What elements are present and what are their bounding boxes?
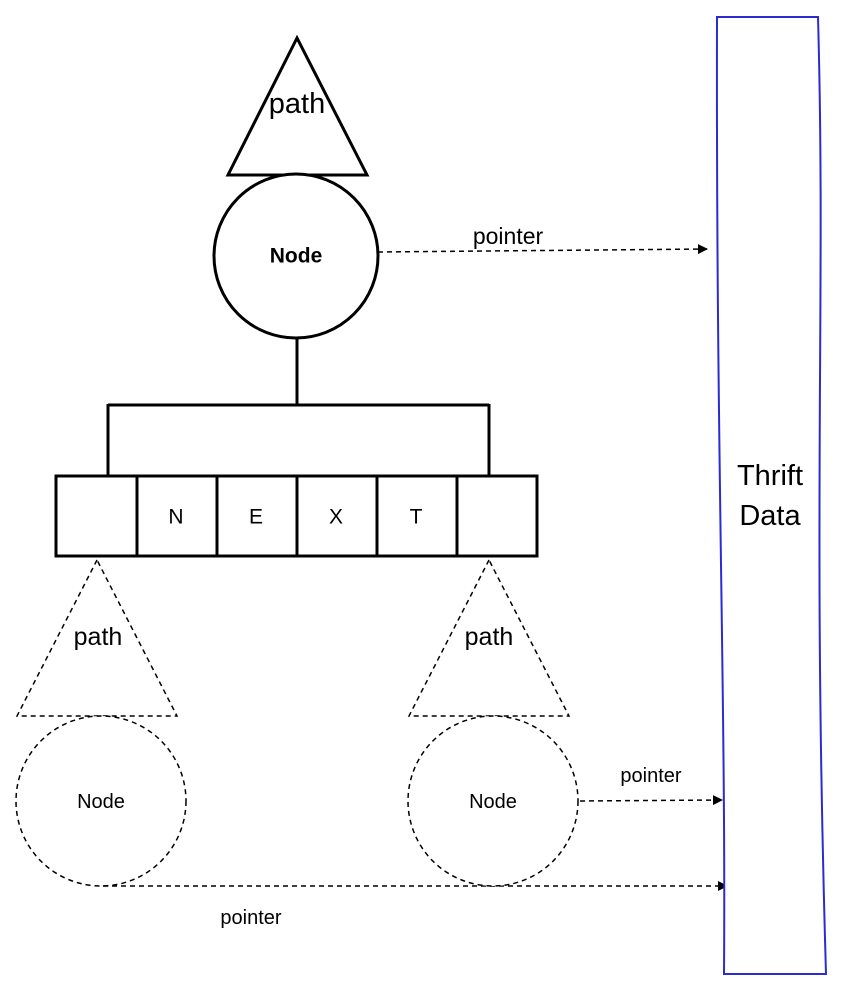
left-child-path-label: path — [74, 623, 123, 651]
root-node-label: Node — [270, 245, 323, 268]
prefix-array: N E X T — [54, 474, 539, 558]
left-child-node-circle — [15, 715, 187, 887]
root-pointer-arrow — [377, 244, 708, 255]
right-child-path-triangle — [407, 558, 571, 717]
right-child-path-label: path — [465, 623, 514, 651]
root-to-children-connector — [106, 338, 491, 476]
thrift-data-label-line1: Thrift — [737, 460, 803, 492]
root-path-label: path — [269, 88, 325, 120]
right-child-node-circle — [407, 715, 579, 887]
right-child-pointer-label: pointer — [620, 765, 681, 787]
prefix-cell-4-label: T — [410, 506, 423, 529]
left-child-path-triangle — [15, 558, 179, 717]
prefix-cell-1-label: N — [168, 506, 183, 529]
left-child-node-label: Node — [77, 791, 125, 813]
thrift-data-label-line2: Data — [739, 500, 801, 532]
left-child-pointer-label: pointer — [220, 907, 281, 929]
prefix-cell-5 — [455, 474, 539, 558]
root-pointer-label: pointer — [473, 223, 544, 249]
prefix-cell-2-label: E — [249, 506, 263, 529]
prefix-cell-3-label: X — [329, 506, 343, 529]
thrift-data-box — [715, 16, 828, 975]
prefix-cell-3 — [295, 474, 379, 558]
right-child-pointer-arrow — [579, 795, 723, 806]
prefix-cell-0 — [54, 474, 139, 558]
right-child-node-label: Node — [469, 791, 517, 813]
